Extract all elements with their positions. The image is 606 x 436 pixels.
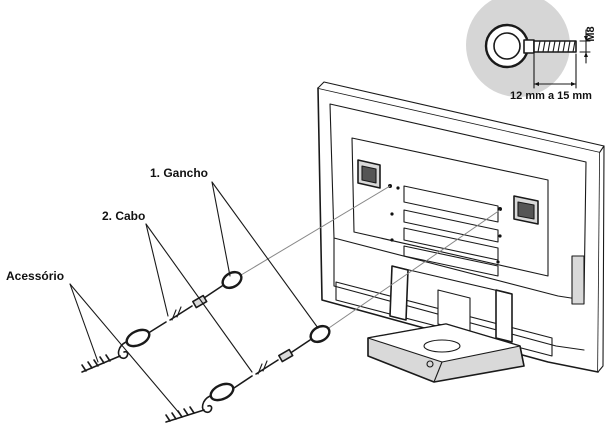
upper-cable-loop [125, 328, 151, 348]
upper-crimp-sleeve [192, 294, 208, 309]
label-gancho: 1. Gancho [150, 166, 208, 180]
television-rear [317, 81, 605, 373]
tv-inner-frame [329, 103, 587, 301]
leader-gancho-lower [211, 181, 319, 329]
leader-cabo-upper [145, 223, 169, 317]
leader-cabo-lower [145, 223, 253, 373]
vent-slots [403, 185, 499, 277]
leader-lines [69, 181, 319, 415]
upper-accessory-screw [81, 354, 111, 372]
eye-ring [484, 23, 530, 69]
stand-neck-left [389, 265, 409, 321]
lower-crimp-sleeve [278, 348, 294, 363]
bottom-cover [335, 281, 553, 357]
lower-hook [309, 324, 331, 344]
thread-size-label: M8 [585, 26, 597, 41]
upper-cable-assembly [81, 185, 391, 373]
leader-acessorio-lower [69, 283, 181, 415]
side-connectors [571, 255, 585, 305]
label-cabo: 2. Cabo [102, 209, 145, 223]
lower-cable-loop [209, 382, 235, 402]
tv-back-plate [351, 137, 549, 277]
upper-hook [221, 270, 243, 290]
leader-gancho-upper [211, 181, 231, 277]
eye-neck [523, 39, 535, 54]
eye-bolt-detail: M8 12 mm a 15 mm [466, 0, 597, 102]
lower-cable-assembly [165, 209, 501, 423]
label-acessorio: Acessório [6, 269, 64, 283]
length-label: 12 mm a 15 mm [510, 90, 592, 102]
upper-cable-to-tv [235, 185, 391, 279]
tv-stand [367, 265, 525, 383]
lower-cable-to-tv [325, 209, 501, 331]
eye-hole [493, 32, 521, 60]
leader-acessorio-upper [69, 283, 99, 363]
stand-neck-right [495, 289, 513, 343]
